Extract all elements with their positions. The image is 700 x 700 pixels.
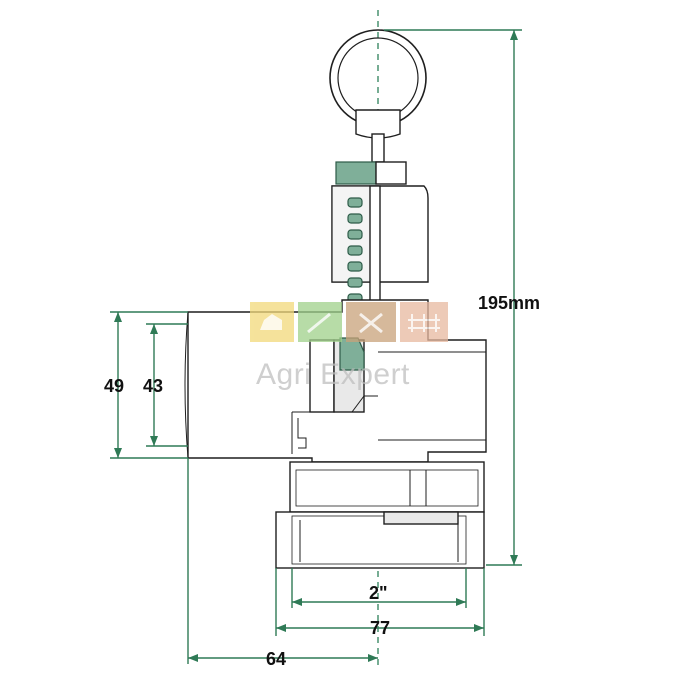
label-77: 77 — [370, 618, 390, 638]
agri-expert-watermark: Agri Expert — [250, 302, 448, 391]
label-49: 49 — [104, 376, 124, 396]
label-195mm: 195mm — [478, 293, 540, 313]
label-43: 43 — [143, 376, 163, 396]
dim-2inch — [291, 568, 467, 608]
label-2inch: 2" — [369, 583, 388, 603]
watermark-brand: Agri Expert — [256, 358, 410, 391]
label-64: 64 — [266, 649, 286, 669]
dim-77 — [275, 568, 485, 636]
connector-nut — [275, 461, 485, 569]
dim-49 — [110, 311, 188, 459]
dim-43 — [146, 323, 188, 447]
spring-housing — [331, 161, 429, 397]
dim-64 — [187, 458, 378, 664]
dim-195mm — [384, 29, 522, 566]
pull-ring — [329, 29, 427, 163]
